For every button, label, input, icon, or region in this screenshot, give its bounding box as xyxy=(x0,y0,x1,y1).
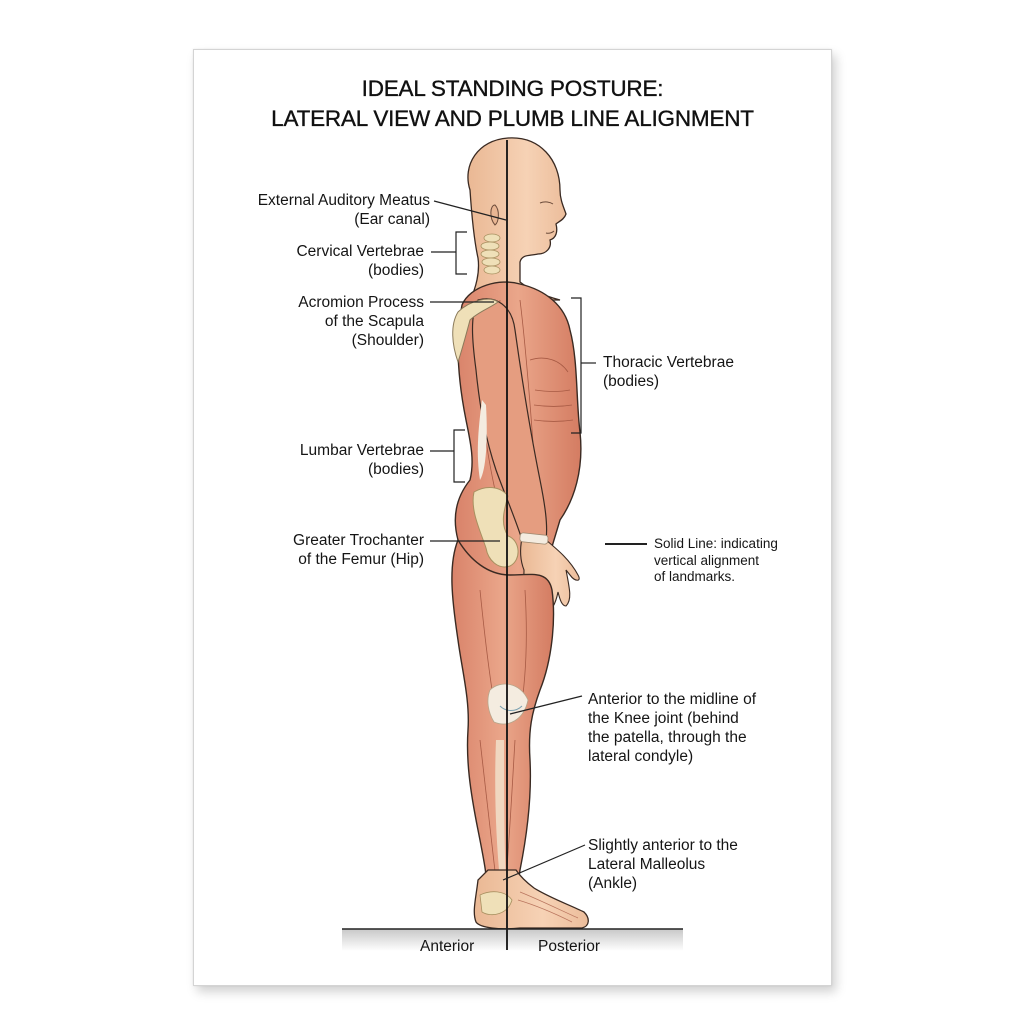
label-lumbar-vertebrae: Lumbar Vertebrae (bodies) xyxy=(300,441,424,479)
label-line: Cervical Vertebrae xyxy=(296,243,424,260)
title-line-2: LATERAL VIEW AND PLUMB LINE ALIGNMENT xyxy=(271,106,754,131)
label-line: the Knee joint (behind xyxy=(588,710,739,727)
legend-line: of landmarks. xyxy=(654,569,736,584)
label-acromion-process: Acromion Process of the Scapula (Shoulde… xyxy=(298,293,424,350)
label-knee-joint: Anterior to the midline of the Knee join… xyxy=(588,690,756,766)
label-line: Lumbar Vertebrae xyxy=(299,442,424,459)
ground-shadow xyxy=(342,929,683,951)
label-line: Anterior to the midline of xyxy=(588,691,757,708)
cervical-vertebrae xyxy=(480,233,501,275)
head xyxy=(467,137,567,301)
title-line-1: IDEAL STANDING POSTURE: xyxy=(361,76,664,101)
label-line: of the Scapula xyxy=(324,313,424,330)
page-title: IDEAL STANDING POSTURE: LATERAL VIEW AND… xyxy=(194,74,831,134)
label-greater-trochanter: Greater Trochanter of the Femur (Hip) xyxy=(293,531,424,569)
label-line: (Ear canal) xyxy=(354,211,430,228)
label-line: lateral condyle) xyxy=(588,748,694,765)
label-line: (bodies) xyxy=(368,461,424,478)
label-line: (bodies) xyxy=(368,262,424,279)
label-line: Slightly anterior to the xyxy=(588,837,738,854)
label-line: Greater Trochanter xyxy=(293,532,424,549)
label-posterior: Posterior xyxy=(538,938,601,955)
leg xyxy=(451,538,555,906)
label-external-auditory-meatus: External Auditory Meatus (Ear canal) xyxy=(258,191,430,229)
label-line: (Shoulder) xyxy=(351,332,424,349)
label-line: Lateral Malleolus xyxy=(588,856,706,873)
label-line: of the Femur (Hip) xyxy=(298,551,424,568)
label-line: (Ankle) xyxy=(588,875,638,892)
legend-line: vertical alignment xyxy=(654,552,760,568)
label-anterior: Anterior xyxy=(420,938,475,955)
label-thoracic-vertebrae: Thoracic Vertebrae (bodies) xyxy=(603,353,734,391)
foot xyxy=(473,869,589,930)
legend-line: Solid Line: indicating xyxy=(654,536,778,551)
label-line: Acromion Process xyxy=(298,294,424,311)
label-cervical-vertebrae: Cervical Vertebrae (bodies) xyxy=(296,242,424,280)
label-line: External Auditory Meatus xyxy=(257,192,430,209)
label-lateral-malleolus: Slightly anterior to the Lateral Malleol… xyxy=(588,836,738,893)
leader-lines xyxy=(430,200,647,881)
legend-solid-line: Solid Line: indicating vertical alignmen… xyxy=(654,536,778,586)
label-line: the patella, through the xyxy=(588,729,747,746)
label-line: (bodies) xyxy=(603,373,659,390)
label-line: Thoracic Vertebrae xyxy=(603,354,734,371)
